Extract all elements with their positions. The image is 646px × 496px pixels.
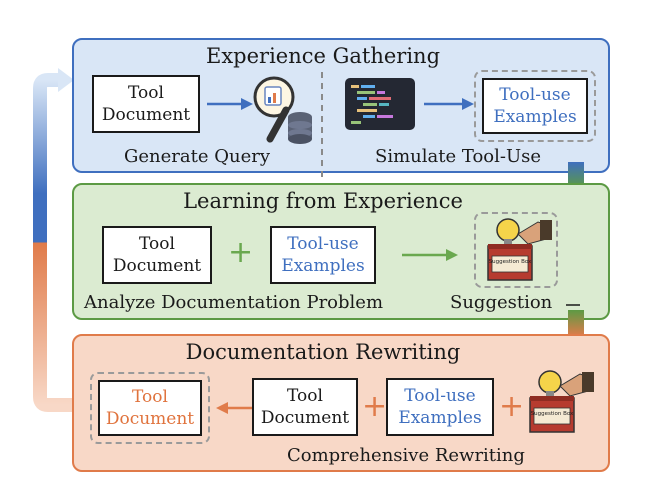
arrow-right-icon bbox=[207, 98, 253, 110]
tool-use-examples-box: Tool-use Examples bbox=[270, 226, 376, 284]
tool-document-box: Tool Document bbox=[252, 378, 358, 436]
divider-line bbox=[321, 72, 323, 182]
analyze-documentation-problem-label: Analyze Documentation Problem bbox=[84, 292, 384, 313]
tool-use-examples-dashed-frame bbox=[474, 70, 596, 142]
arrow-right-icon bbox=[424, 98, 474, 110]
suggestion-box-text: Suggestion Box bbox=[531, 411, 574, 417]
comprehensive-rewriting-label: Comprehensive Rewriting bbox=[287, 445, 525, 466]
generate-query-label: Generate Query bbox=[124, 146, 270, 167]
tool-document-text: Tool Document bbox=[112, 234, 202, 276]
suggestion-dashed-frame bbox=[474, 212, 558, 288]
tool-document-text: Tool Document bbox=[101, 83, 191, 125]
learning-from-experience-title: Learning from Experience bbox=[183, 189, 463, 213]
loop-arrow-icon bbox=[33, 68, 74, 412]
suggestion-label: Suggestion bbox=[450, 292, 553, 313]
arrow-right-icon bbox=[402, 249, 458, 261]
tool-use-examples-box: Tool-use Examples bbox=[386, 378, 494, 436]
tool-document-box: Tool Document bbox=[92, 75, 200, 133]
plus-sign: + bbox=[499, 389, 525, 424]
new-tool-document-text: Tool Document bbox=[105, 387, 195, 429]
suggestion-box-icon: Suggestion Box bbox=[487, 218, 552, 281]
simulate-tool-use-label: Simulate Tool-Use bbox=[375, 146, 542, 167]
search-database-icon bbox=[253, 76, 312, 144]
plus-sign: + bbox=[362, 389, 388, 424]
tool-use-examples-text: Tool-use Examples bbox=[398, 386, 482, 428]
code-editor-icon bbox=[345, 78, 415, 130]
tool-use-examples-box: Tool-use Examples bbox=[482, 78, 588, 134]
suggestion-box-text: Suggestion Box bbox=[489, 259, 532, 265]
new-tool-document-box: Tool Document bbox=[98, 380, 202, 436]
tool-use-examples-text: Tool-use Examples bbox=[493, 85, 577, 127]
plus-sign: + bbox=[228, 235, 254, 270]
tool-use-examples-text: Tool-use Examples bbox=[281, 234, 365, 276]
suggestion-box-icon: Suggestion Box bbox=[529, 370, 594, 433]
new-tool-document-dashed-frame bbox=[90, 372, 210, 444]
tool-document-text: Tool Document bbox=[260, 386, 350, 428]
tool-document-box: Tool Document bbox=[102, 226, 212, 284]
dash-mark bbox=[566, 304, 580, 306]
experience-gathering-title: Experience Gathering bbox=[205, 44, 441, 68]
documentation-rewriting-title: Documentation Rewriting bbox=[185, 340, 461, 364]
